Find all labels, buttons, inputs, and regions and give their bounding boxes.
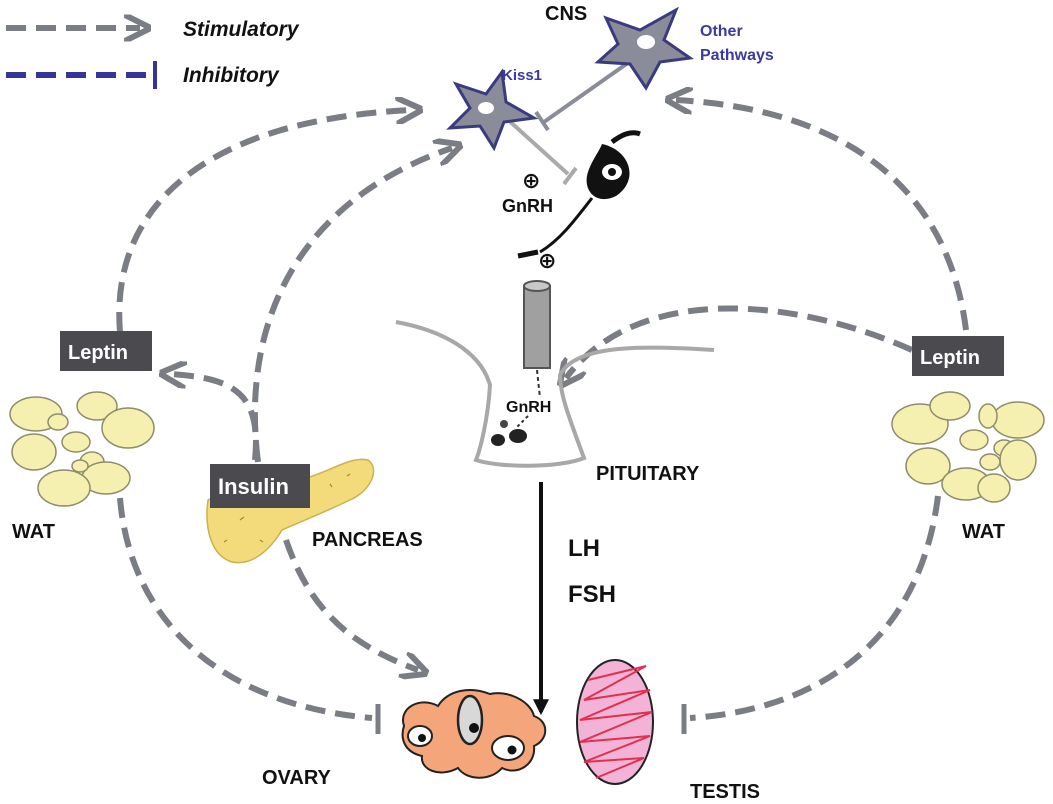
kiss1-neuron: [446, 68, 578, 186]
legend-inhibitory-label: Inhibitory: [183, 64, 280, 87]
arrow-left-wat-to-ovary: [117, 497, 373, 721]
pituitary: [395, 280, 715, 468]
gnrh-top-label: GnRH: [502, 196, 553, 216]
pancreas-label: PANCREAS: [312, 529, 423, 551]
gnrh-neuron: [517, 130, 641, 259]
arrow-right-leptin-to-pituitary: [566, 305, 914, 378]
arrow-left-leptin-to-kiss1: [116, 110, 412, 333]
arrow-insulin-to-kiss1: [251, 148, 452, 463]
label-boxes: [60, 331, 1004, 508]
insulin-label: Insulin: [218, 474, 289, 499]
insulin-box: [210, 464, 310, 508]
kiss1-label: Kiss1: [502, 67, 542, 84]
legend-stimulatory-label: Stimulatory: [183, 18, 300, 41]
ovary: [401, 689, 547, 779]
stimulatory-arrows: [116, 100, 969, 721]
cns-label: CNS: [545, 3, 587, 25]
leptin-right-label: Leptin: [920, 347, 980, 369]
plus-mid-symbol: ⊕: [538, 248, 556, 273]
other-pathways-label-1: Other: [700, 23, 743, 40]
arrow-right-leptin-to-cns: [676, 100, 969, 331]
arrow-right-wat-to-testis: [689, 495, 941, 721]
pituitary-label: PITUITARY: [596, 463, 700, 485]
ovary-label: OVARY: [262, 767, 332, 789]
gnrh-pituitary-label: GnRH: [506, 399, 551, 416]
fsh-label: FSH: [568, 581, 616, 608]
wat-right-label: WAT: [962, 521, 1005, 543]
legend: Stimulatory Inhibitory: [6, 18, 300, 89]
leptin-right-box: [912, 336, 1004, 376]
leptin-left-box: [60, 331, 152, 371]
wat-left-cells: [9, 391, 155, 507]
lh-label: LH: [568, 535, 600, 562]
wat-right-cells: [891, 391, 1045, 503]
cns-neuron: [534, 6, 695, 132]
plus-top-symbol: ⊕: [522, 168, 540, 193]
wat-left-label: WAT: [12, 521, 55, 543]
leptin-left-label: Leptin: [68, 342, 128, 364]
testis-label: TESTIS: [690, 781, 760, 803]
arrow-insulin-to-leptin: [170, 374, 259, 461]
arrow-pancreas-to-ovary: [283, 539, 418, 670]
other-pathways-label-2: Pathways: [700, 47, 774, 64]
testis: [576, 659, 654, 785]
